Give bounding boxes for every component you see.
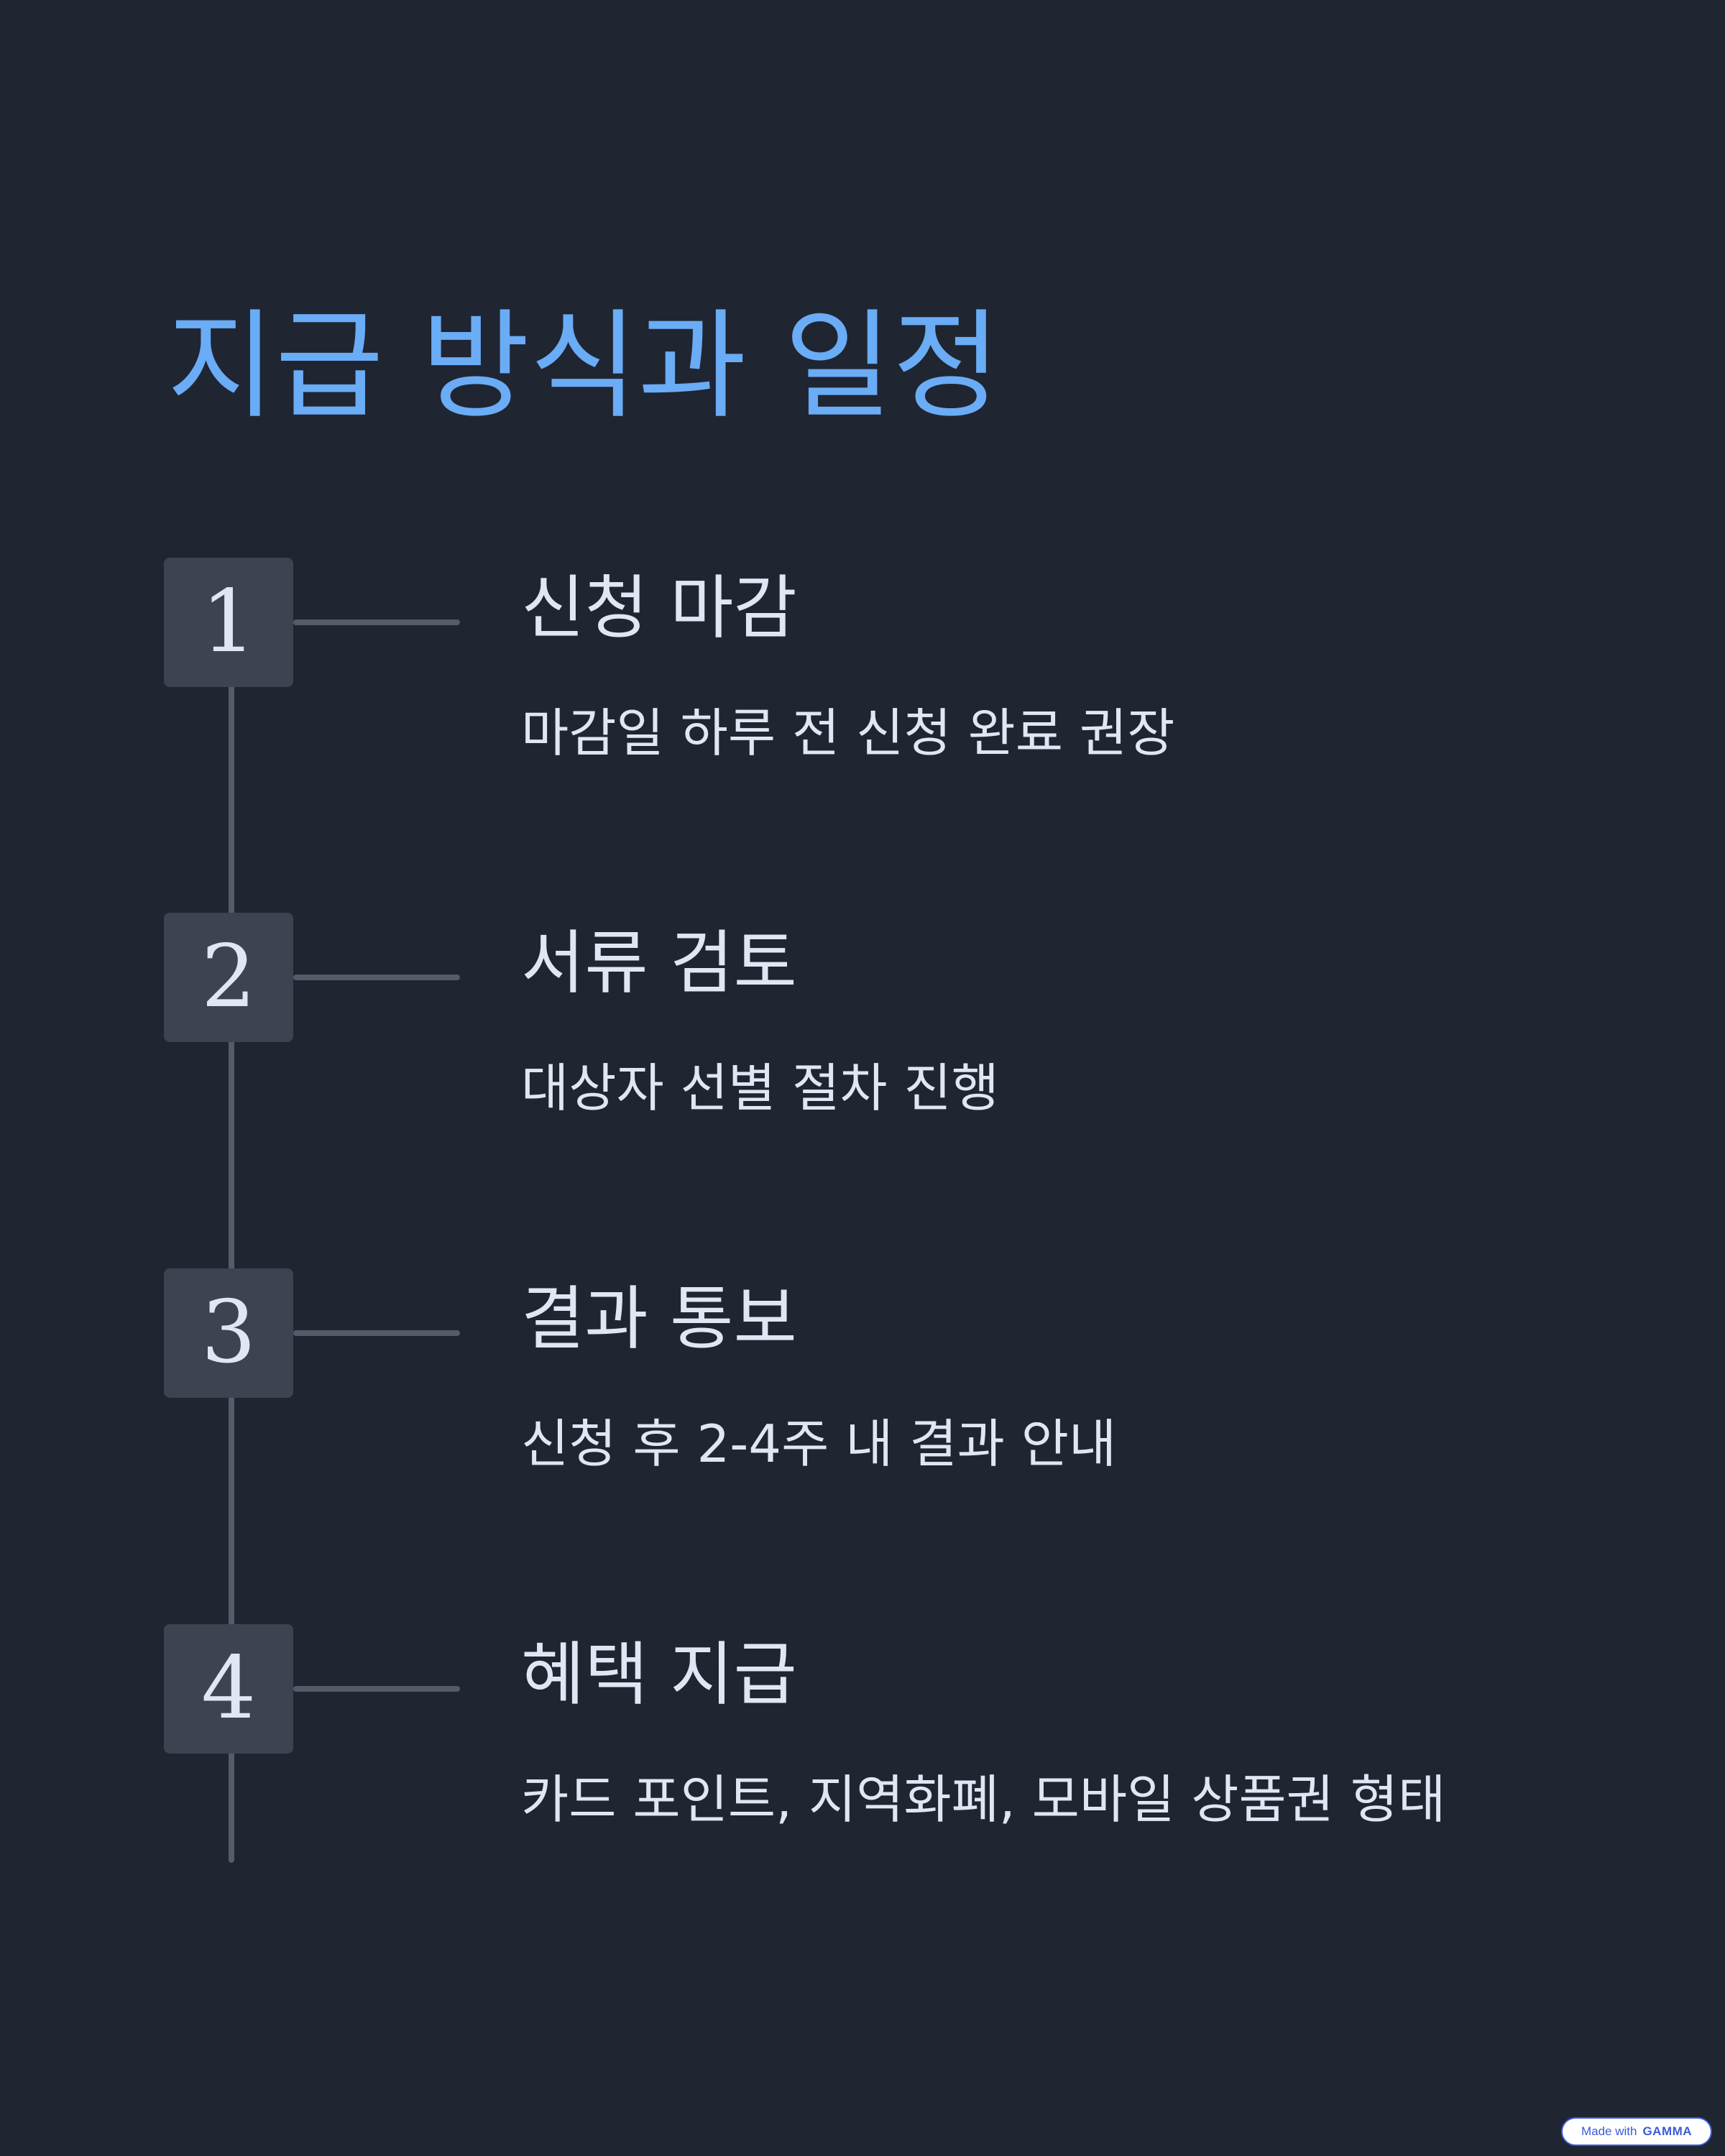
- step-number-badge: 1: [164, 558, 293, 687]
- step-number-badge: 2: [164, 913, 293, 1042]
- step-connector: [293, 975, 460, 980]
- step-description: 대상자 선별 절차 진행: [521, 1058, 999, 1118]
- step-connector: [293, 1330, 460, 1336]
- step-connector: [293, 1686, 460, 1692]
- gamma-logo: GAMMA: [1642, 2124, 1693, 2138]
- step-number-badge: 4: [164, 1624, 293, 1754]
- made-with-gamma-badge[interactable]: Made with GAMMA: [1561, 2117, 1712, 2146]
- step-connector: [293, 619, 460, 625]
- timeline-line: [229, 618, 234, 1863]
- step-heading: 신청 마감: [521, 568, 797, 648]
- timeline-step-4: 4 혜택 지급 카드 포인트, 지역화폐, 모바일 상품권 형태: [0, 1624, 1725, 1830]
- page-title: 지급 방식과 일정: [167, 298, 1001, 435]
- badge-label: Made with: [1581, 2124, 1637, 2138]
- timeline-step-1: 1 신청 마감 마감일 하루 전 신청 완료 권장: [0, 558, 1725, 763]
- timeline-step-2: 2 서류 검토 대상자 선별 절차 진행: [0, 913, 1725, 1118]
- step-description: 카드 포인트, 지역화폐, 모바일 상품권 형태: [521, 1769, 1446, 1830]
- step-description: 마감일 하루 전 신청 완료 권장: [521, 703, 1175, 763]
- step-heading: 서류 검토: [521, 923, 797, 1003]
- step-heading: 혜택 지급: [521, 1634, 797, 1715]
- step-number-badge: 3: [164, 1268, 293, 1398]
- step-heading: 결과 통보: [521, 1279, 797, 1359]
- timeline-step-3: 3 결과 통보 신청 후 2-4주 내 결과 안내: [0, 1268, 1725, 1474]
- step-description: 신청 후 2-4주 내 결과 안내: [521, 1414, 1117, 1474]
